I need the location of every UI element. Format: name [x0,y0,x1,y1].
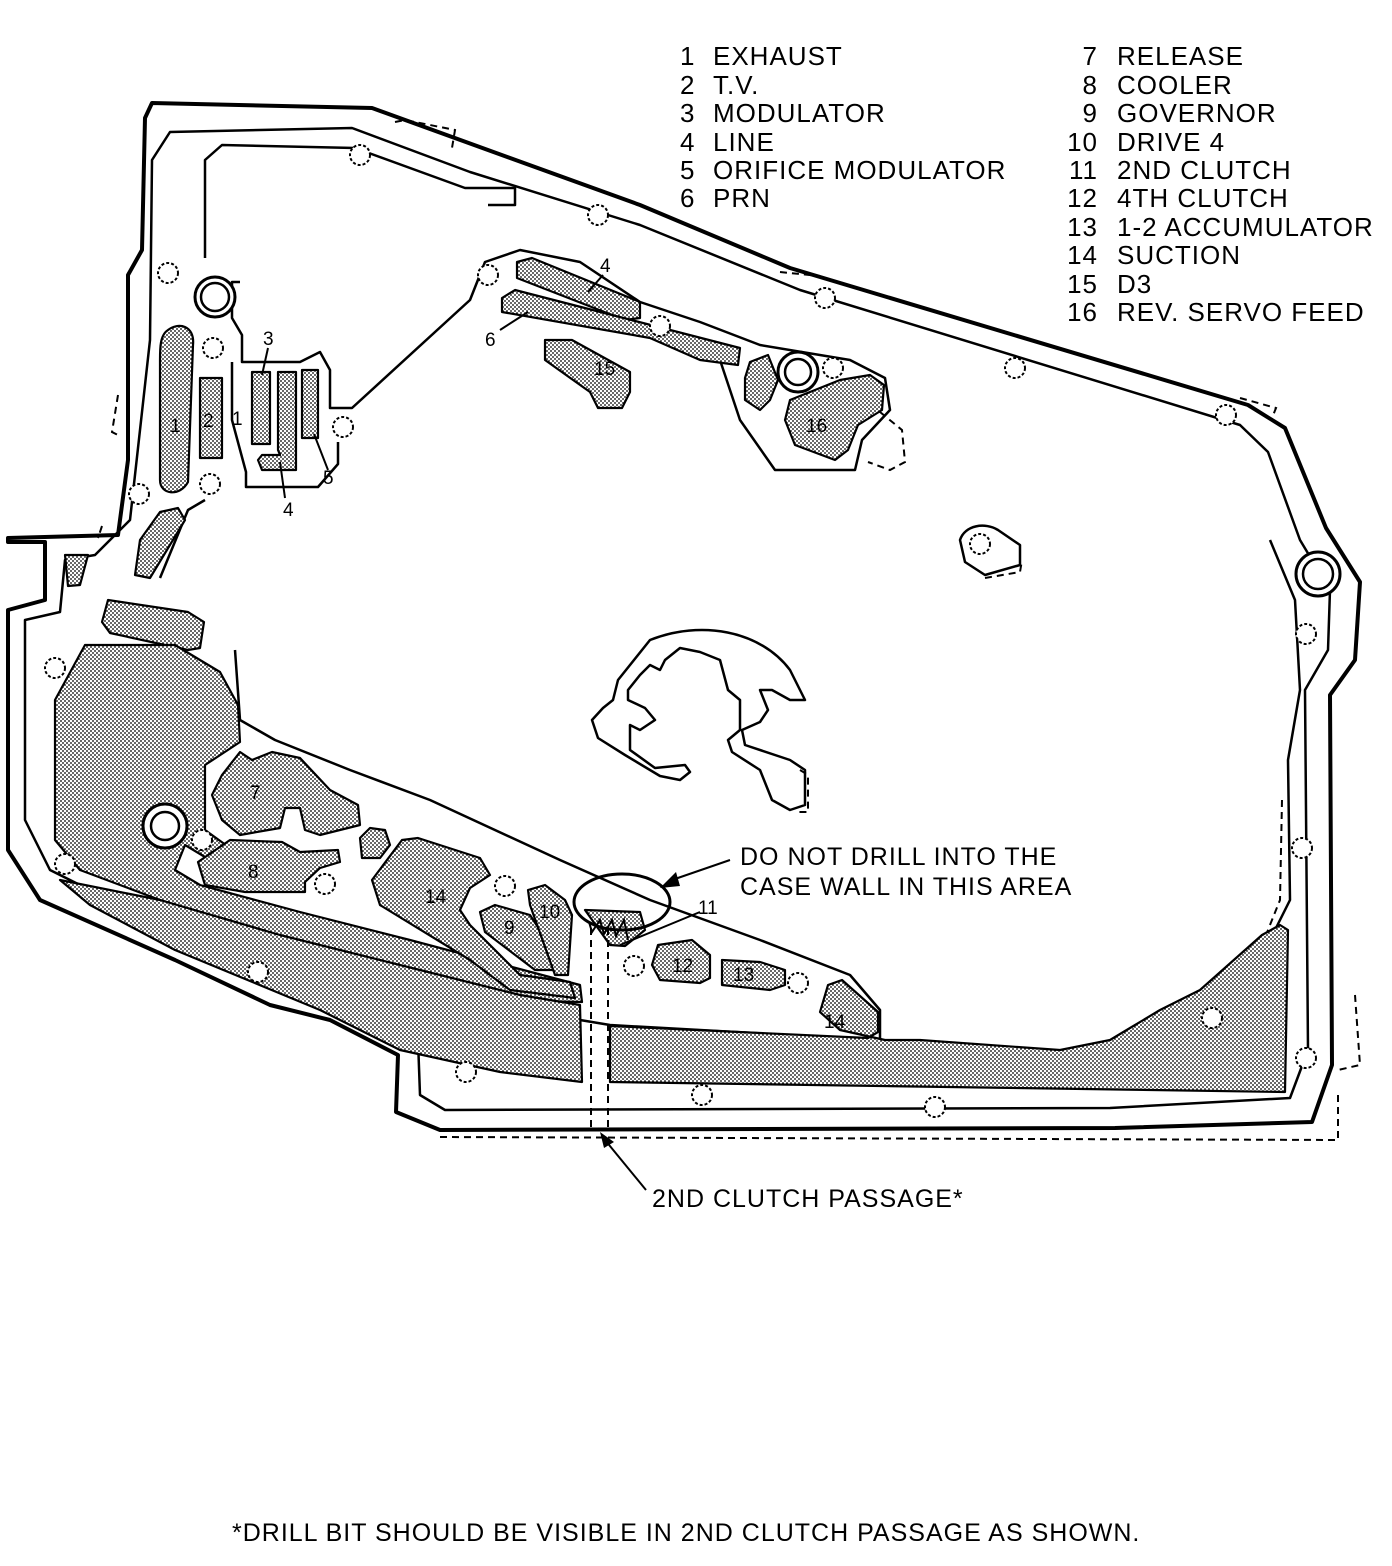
legend-left: 1 EXHAUST 2 T.V. 3 MODULATOR 4 LINE 5 ORIFICE… [680,41,1006,213]
label-1-exhaust-b: 1 [232,409,243,430]
label-7-release: 7 [250,783,261,804]
legend-num: 6 [680,183,695,213]
svg-text:2T.V.: 2 T.V. [680,70,759,100]
legend-num: 8 [1083,70,1098,100]
legend-num: 15 [1067,269,1098,299]
label-5-orifice: 5 [323,468,334,489]
legend-name: PRN [713,183,771,213]
legend-name: 4TH CLUTCH [1117,183,1289,213]
legend-num: 3 [680,98,695,128]
passage-exhaust-1 [158,324,195,494]
passage-suction-lower-strip [58,878,584,1084]
passage-small-left [63,553,90,588]
passage-rev-servo-16 [783,373,886,462]
passage-line-4-top [515,256,642,322]
passage-4th-clutch-12 [650,938,712,985]
lug-1010 [958,524,1023,579]
legend-num: 5 [680,155,695,185]
legend-right: 7 RELEASE 8 COOLER 9 GOVERNOR 10 DRIVE 4… [1067,41,1374,327]
label-13-accumulator: 13 [733,965,754,986]
legend-num: 2 [680,70,695,100]
legend-num: 12 [1067,183,1098,213]
drill-warning-line-2: CASE WALL IN THIS AREA [740,873,1072,901]
passage-tv-2 [198,376,224,460]
label-12-4th-clutch: 12 [672,956,693,977]
bolt-holes [44,144,1342,1118]
legend-name: T.V. [713,70,759,100]
passage-small-mid [358,826,392,860]
legend-name: REV. SERVO FEED [1117,297,1365,327]
legend-name: ORIFICE MODULATOR [713,155,1006,185]
legend-name: 1-2 ACCUMULATOR [1117,212,1374,242]
legend-num: 13 [1067,212,1098,242]
legend-num: 16 [1067,297,1098,327]
passage-cooler-8 [196,838,342,894]
legend-name: RELEASE [1117,41,1244,71]
label-16-servo: 16 [806,416,827,437]
legend-name: D3 [1117,269,1152,299]
passage-callout: 2ND CLUTCH PASSAGE* [652,1185,964,1213]
passage-bar-left [100,598,206,652]
passage-rev-servo-16-left [743,353,780,412]
legend-name: DRIVE 4 [1117,127,1225,157]
legend-num: 14 [1067,240,1098,270]
label-2-tv: 2 [203,411,214,432]
legend-name: COOLER [1117,70,1233,100]
center-ring-passage [590,628,809,813]
legend-num: 1 [680,41,695,71]
label-4-line-top: 4 [600,256,611,277]
passage-labels: 1 2 1 3 4 5 4 6 15 16 7 8 14 9 10 11 12 … [170,256,846,1033]
legend-num: 4 [680,127,695,157]
legend-num: 10 [1067,127,1098,157]
passage-d3-15 [543,338,632,410]
label-6-prn: 6 [485,330,496,351]
label-11-2nd-clutch: 11 [698,898,718,919]
legend-name: 2ND CLUTCH [1117,155,1292,185]
label-14-suction-b: 14 [824,1012,846,1033]
leader-lines [261,274,731,1191]
legend-name: GOVERNOR [1117,98,1277,128]
passage-diag-left [133,506,187,580]
label-15-d3: 15 [594,359,615,380]
legend-num: 11 [1069,155,1098,185]
legend-name: SUCTION [1117,240,1241,270]
drill-warning-line-1: DO NOT DRILL INTO THE [740,843,1057,871]
passage-drive4-10 [526,883,574,977]
passage-accumulator-13 [720,958,787,992]
footnote: *DRILL BIT SHOULD BE VISIBLE IN 2ND CLUT… [232,1519,1140,1547]
label-3-modulator: 3 [263,329,274,350]
label-1-exhaust: 1 [170,416,181,437]
drill-area [572,872,672,1130]
legend-name: MODULATOR [713,98,886,128]
passage-orifice-modulator-5 [300,368,320,440]
legend-num: 9 [1083,98,1098,128]
legend-name: LINE [713,127,775,157]
passage-modulator-3 [250,370,272,446]
case-web [158,143,1302,1070]
callouts: DO NOT DRILL INTO THE CASE WALL IN THIS … [232,843,1140,1547]
passage-release-7 [210,750,362,837]
label-10-drive4: 10 [539,902,560,923]
label-14-suction: 14 [425,887,447,908]
passage-suction-14-right [608,923,1290,1094]
label-8-cooler: 8 [248,862,259,883]
legend-name: EXHAUST [713,41,843,71]
passage-prn-6 [500,288,742,367]
legend-num: 7 [1083,41,1098,71]
passage-suction-14 [370,836,577,1000]
label-4-line: 4 [283,500,294,521]
label-9-governor: 9 [504,918,515,939]
fluid-passages [53,256,1290,1094]
passage-line-4-left [256,370,298,472]
